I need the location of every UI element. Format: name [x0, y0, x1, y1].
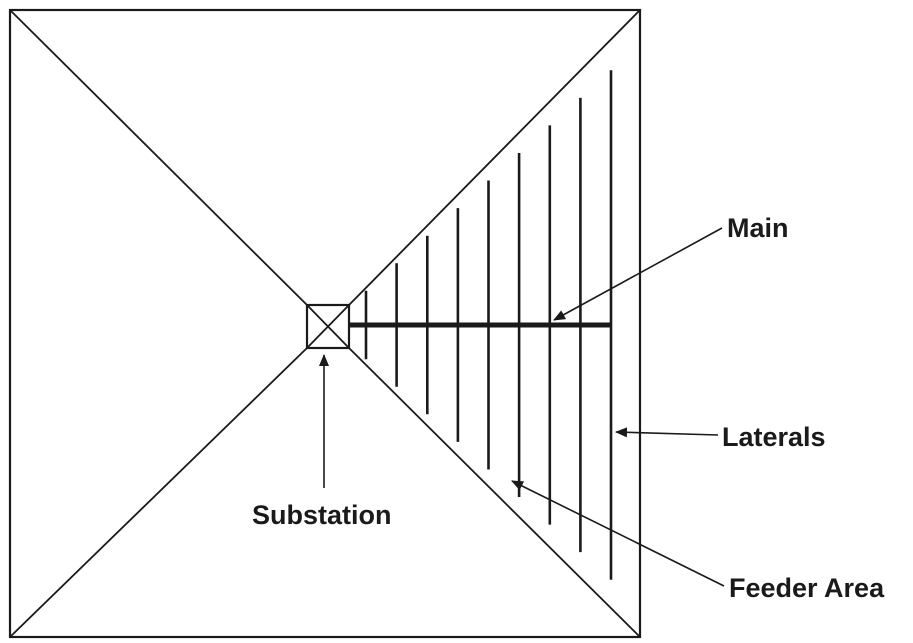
- diagonal-bottom-left: [9, 347, 308, 638]
- laterals-label: Laterals: [722, 422, 826, 452]
- substation-label: Substation: [252, 500, 392, 530]
- laterals-callout-arrow: [615, 427, 719, 438]
- main-callout-arrow: [553, 227, 723, 321]
- main-label: Main: [727, 213, 789, 243]
- feeder-area-label: Feeder Area: [729, 573, 885, 603]
- substation-symbol: [305, 303, 351, 350]
- laterals-group: [364, 70, 613, 580]
- diagonal-top-left: [9, 9, 308, 306]
- service-area-boundary: [8, 8, 642, 639]
- feeder-area-callout-arrow: [511, 480, 725, 587]
- diagonal-top-right: [348, 9, 641, 306]
- diagonal-bottom-right: [348, 347, 641, 638]
